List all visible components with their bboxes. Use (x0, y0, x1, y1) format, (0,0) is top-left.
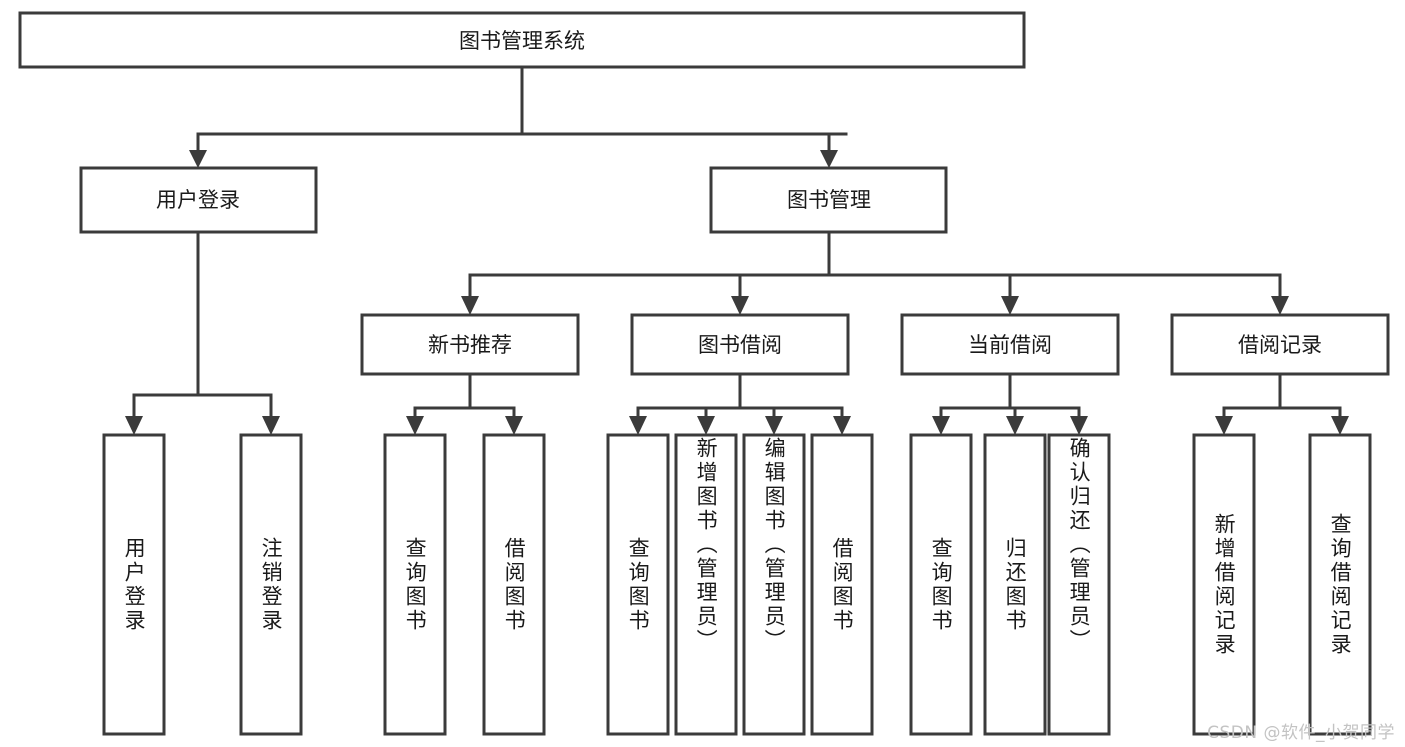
leaf-box-query-book-bb[interactable] (606, 433, 670, 736)
arrow-bb-leaf-4 (833, 416, 851, 435)
current-borrow-box (900, 313, 1120, 376)
leaf-box-query-book-nbr[interactable] (383, 433, 447, 736)
leaf-box-edit-book-admin[interactable] (742, 433, 806, 736)
arrow-nbr-leaf-1 (406, 416, 424, 435)
book-borrow-label: 图书借阅 (698, 333, 782, 357)
leaf-box-layer (102, 433, 1372, 736)
arrow-to-book-mgmt (820, 150, 838, 168)
arrow-to-book-borrow (731, 296, 749, 315)
arrow-to-current-borrow (1001, 296, 1019, 315)
arrow-br-leaf-1 (1215, 416, 1233, 435)
node-root[interactable]: 图书管理系统 (18, 11, 1026, 69)
borrow-record-box (1170, 313, 1390, 376)
watermark-text: CSDN @软件_小贺同学 (1207, 723, 1395, 743)
leaf-box-add-borrow-record[interactable] (1192, 433, 1256, 736)
new-book-recommend-box (360, 313, 580, 376)
current-borrow-label: 当前借阅 (968, 333, 1052, 357)
leaf-box-borrow-book-nbr[interactable] (482, 433, 546, 736)
arrow-to-new-book-rec (461, 296, 479, 315)
arrow-cb-leaf-2 (1006, 416, 1024, 435)
leaf-box-confirm-return[interactable] (1047, 433, 1111, 736)
arrow-to-leaf-user-login (125, 416, 143, 435)
root-box (18, 11, 1026, 69)
arrow-cb-leaf-1 (932, 416, 950, 435)
arrow-bb-leaf-3 (765, 416, 783, 435)
node-new-book-recommend[interactable]: 新书推荐 (360, 313, 580, 376)
node-current-borrow[interactable]: 当前借阅 (900, 313, 1120, 376)
arrow-cb-leaf-3 (1070, 416, 1088, 435)
book-management-box (709, 166, 948, 234)
arrow-to-borrow-record (1271, 296, 1289, 315)
arrow-bb-leaf-1 (629, 416, 647, 435)
book-management-label: 图书管理 (787, 188, 871, 212)
node-user-login[interactable]: 用户登录 (79, 166, 318, 234)
leaf-box-logout[interactable] (239, 433, 303, 736)
leaf-box-query-borrow-record[interactable] (1308, 433, 1372, 736)
borrow-record-label: 借阅记录 (1238, 333, 1322, 357)
arrow-br-leaf-2 (1331, 416, 1349, 435)
node-book-borrow[interactable]: 图书借阅 (630, 313, 850, 376)
user-login-label: 用户登录 (156, 188, 240, 212)
leaf-box-return-book[interactable] (983, 433, 1047, 736)
arrow-nbr-leaf-2 (505, 416, 523, 435)
leaf-box-user-login[interactable] (102, 433, 166, 736)
leaf-box-borrow-book-bb[interactable] (810, 433, 874, 736)
user-login-box (79, 166, 318, 234)
connector-layer (125, 65, 1349, 435)
leaf-box-add-book-admin[interactable] (674, 433, 738, 736)
book-borrow-box (630, 313, 850, 376)
arrow-to-user-login (189, 150, 207, 168)
root-label: 图书管理系统 (459, 29, 585, 53)
arrow-bb-leaf-2 (697, 416, 715, 435)
arrow-to-leaf-logout (262, 416, 280, 435)
node-borrow-record[interactable]: 借阅记录 (1170, 313, 1390, 376)
node-book-management[interactable]: 图书管理 (709, 166, 948, 234)
new-book-recommend-label: 新书推荐 (428, 333, 512, 357)
leaf-box-query-book-cb[interactable] (909, 433, 973, 736)
